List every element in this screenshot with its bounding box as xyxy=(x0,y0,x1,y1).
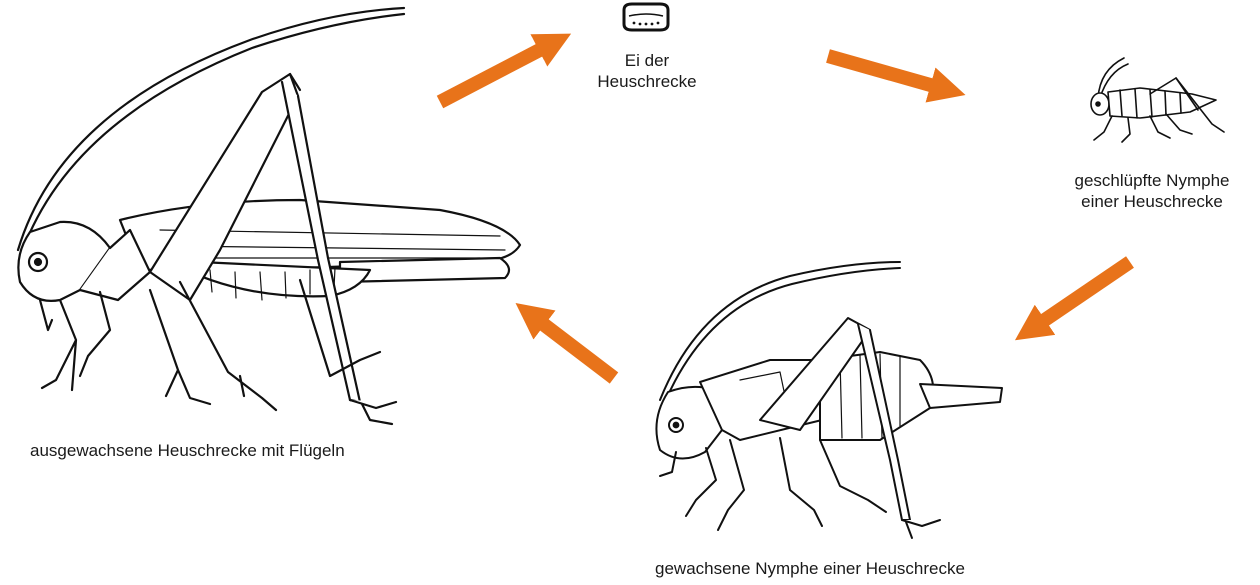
arrow-adult-to-egg xyxy=(440,42,555,102)
small-nymph-icon xyxy=(1091,58,1224,142)
arrow-hatched-to-grown-nymph xyxy=(1030,262,1130,330)
adult-label-text: ausgewachsene Heuschrecke mit Flügeln xyxy=(30,440,430,461)
grown-nymph-label: gewachsene Nymphe einer Heuschrecke xyxy=(620,558,1000,579)
egg-label-line2: Heuschrecke xyxy=(572,71,722,92)
hatched-nymph-label: geschlüpfte Nymphe einer Heuschrecke xyxy=(1052,170,1252,213)
arrow-egg-to-hatched-nymph xyxy=(828,56,948,90)
grown-nymph-label-text: gewachsene Nymphe einer Heuschrecke xyxy=(620,558,1000,579)
adult-grasshopper-icon xyxy=(18,8,520,424)
hatched-nymph-label-line1: geschlüpfte Nymphe xyxy=(1052,170,1252,191)
hatched-nymph-label-line2: einer Heuschrecke xyxy=(1052,191,1252,212)
grown-nymph-icon xyxy=(656,262,1002,538)
egg-icon xyxy=(624,4,668,30)
cycle-arrows xyxy=(440,42,1130,378)
arrow-grown-nymph-to-adult xyxy=(530,314,614,378)
adult-label: ausgewachsene Heuschrecke mit Flügeln xyxy=(30,440,430,461)
egg-label: Ei der Heuschrecke xyxy=(572,50,722,93)
egg-label-line1: Ei der xyxy=(572,50,722,71)
